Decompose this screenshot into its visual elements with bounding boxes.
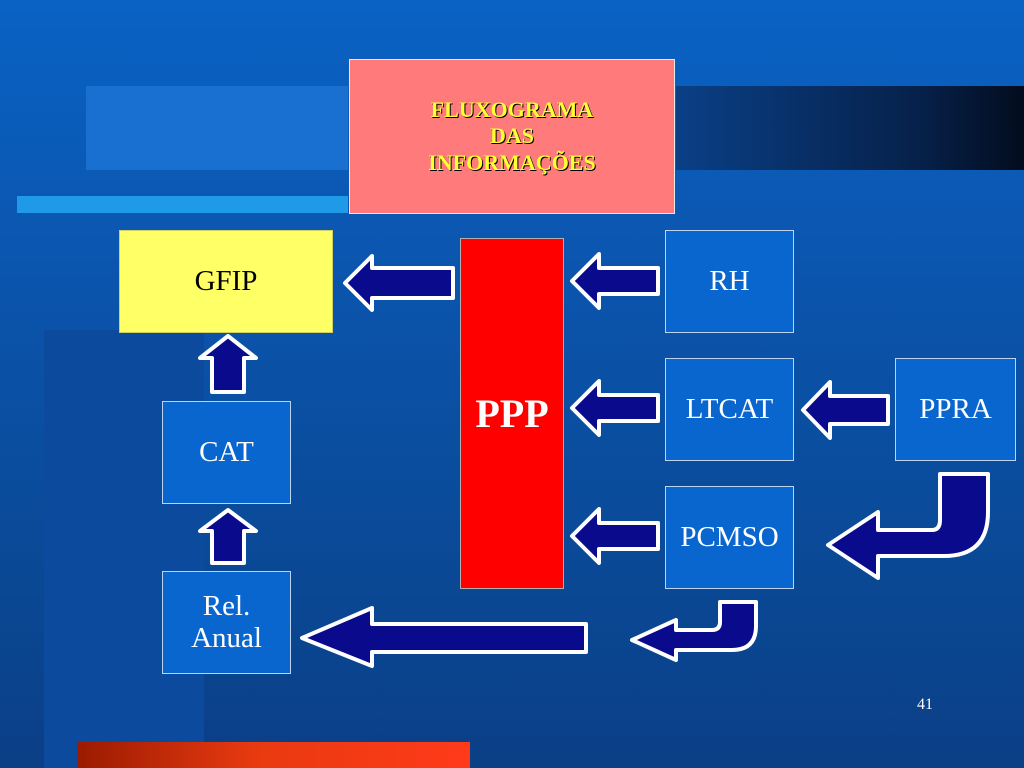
node-rel-anual-line-2: Anual <box>191 621 262 654</box>
node-rel-anual-line-1: Rel. <box>202 589 251 622</box>
arrow-pcmso-to-ppp <box>570 507 660 565</box>
node-ppp: PPP <box>460 238 564 589</box>
node-ltcat: LTCAT <box>665 358 794 461</box>
arrow-rh-to-ppp <box>570 252 660 310</box>
node-rh-label: RH <box>709 264 750 297</box>
node-rel-anual: Rel. Anual <box>162 571 291 674</box>
title-line-2: DAS <box>489 123 534 149</box>
page-number: 41 <box>917 696 933 713</box>
node-pcmso-label: PCMSO <box>680 520 779 553</box>
node-cat: CAT <box>162 401 291 504</box>
arrow-ppra-to-ltcat <box>801 380 890 440</box>
arrow-ppra-to-pcmso <box>826 472 990 580</box>
arrow-pcmso-to-rel-anual-path <box>630 600 758 662</box>
top-light-panel <box>86 86 348 170</box>
node-pcmso: PCMSO <box>665 486 794 589</box>
bottom-orange-bar <box>77 742 470 768</box>
light-blue-strip <box>17 196 348 213</box>
title-line-1: FLUXOGRAMA <box>430 96 594 122</box>
arrow-ppp-to-gfip <box>343 254 455 312</box>
node-gfip: GFIP <box>119 230 333 333</box>
node-gfip-label: GFIP <box>194 264 258 297</box>
node-ppra-label: PPRA <box>919 392 992 425</box>
node-ppp-label: PPP <box>475 390 549 436</box>
node-rh: RH <box>665 230 794 333</box>
node-ltcat-label: LTCAT <box>685 392 774 425</box>
title-line-3: INFORMAÇÕES <box>428 149 596 175</box>
diagram-title: FLUXOGRAMA DAS INFORMAÇÕES <box>349 59 675 214</box>
arrow-to-rel-anual <box>300 606 588 668</box>
node-cat-label: CAT <box>199 435 254 468</box>
top-dark-band <box>676 86 1024 170</box>
node-ppra: PPRA <box>895 358 1016 461</box>
arrow-cat-to-gfip <box>198 334 258 394</box>
arrow-rel-anual-to-cat <box>198 508 258 565</box>
arrow-ltcat-to-ppp <box>570 379 660 437</box>
